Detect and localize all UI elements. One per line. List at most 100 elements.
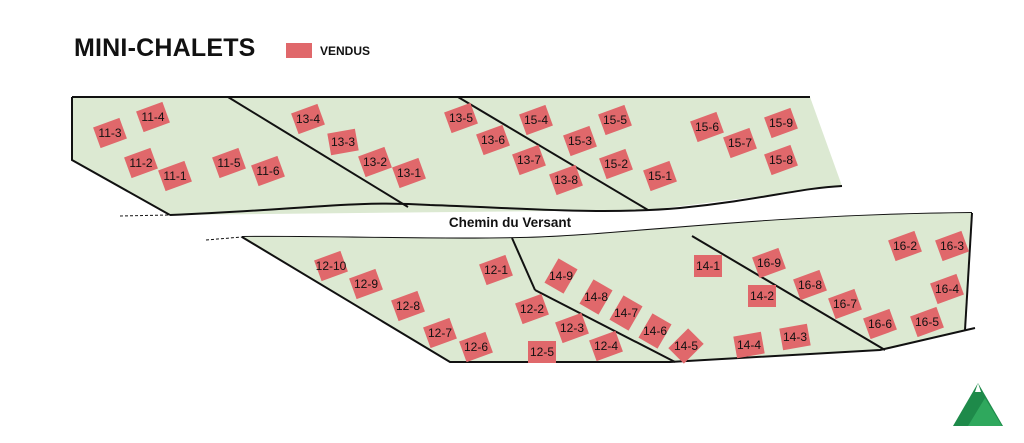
lot-13-4[interactable]: 13-4 [291, 103, 325, 135]
lot-label: 15-2 [604, 157, 628, 171]
lot-14-5[interactable]: 14-5 [668, 328, 704, 364]
lot-11-2[interactable]: 11-2 [124, 147, 158, 179]
lot-13-1[interactable]: 13-1 [392, 157, 426, 189]
lot-label: 16-2 [893, 239, 917, 253]
lot-sold-marker [124, 147, 158, 179]
lot-12-9[interactable]: 12-9 [349, 268, 383, 300]
lot-label: 11-2 [129, 156, 152, 170]
lot-label: 15-1 [648, 169, 672, 183]
section-line-12-14-top [511, 237, 536, 291]
lot-sold-marker [251, 155, 285, 187]
lot-15-1[interactable]: 15-1 [643, 160, 677, 192]
lot-16-6[interactable]: 16-6 [863, 308, 897, 340]
lot-15-2[interactable]: 15-2 [599, 148, 633, 180]
lot-sold-marker [528, 341, 556, 363]
lot-15-6[interactable]: 15-6 [690, 111, 724, 143]
lot-sold-marker [609, 295, 643, 331]
lot-12-4[interactable]: 12-4 [589, 330, 623, 362]
lot-label: 12-8 [396, 299, 420, 313]
lot-15-3[interactable]: 15-3 [563, 125, 597, 157]
lot-14-9[interactable]: 14-9 [544, 258, 578, 294]
lot-sold-marker [444, 102, 478, 134]
lot-14-6[interactable]: 14-6 [638, 313, 672, 349]
lot-sold-marker [598, 104, 632, 136]
lot-13-3[interactable]: 13-3 [327, 128, 359, 156]
lot-label: 12-9 [354, 277, 378, 291]
lot-label: 16-6 [868, 317, 892, 331]
lot-label: 13-3 [331, 135, 355, 149]
lot-14-1[interactable]: 14-1 [694, 255, 722, 277]
lot-12-5[interactable]: 12-5 [528, 341, 556, 363]
lot-label: 12-7 [428, 326, 452, 340]
section-line-11-13 [227, 96, 409, 208]
lower-parcel-east-edge [964, 212, 973, 331]
lot-14-7[interactable]: 14-7 [609, 295, 643, 331]
lot-sold-marker [459, 331, 493, 363]
lot-11-4[interactable]: 11-4 [136, 101, 170, 133]
lot-11-3[interactable]: 11-3 [93, 117, 127, 149]
lot-sold-marker [910, 306, 944, 338]
lot-sold-marker [544, 258, 578, 294]
lot-12-8[interactable]: 12-8 [391, 290, 425, 322]
lot-label: 16-7 [833, 297, 857, 311]
lot-16-2[interactable]: 16-2 [888, 230, 922, 262]
road-label: Chemin du Versant [449, 215, 572, 230]
lot-label: 16-9 [757, 256, 781, 270]
lot-15-4[interactable]: 15-4 [519, 104, 553, 136]
lot-label: 12-1 [484, 263, 508, 277]
lot-sold-marker [519, 104, 553, 136]
lot-14-3[interactable]: 14-3 [779, 323, 811, 351]
lot-sold-marker [423, 317, 457, 349]
lot-16-5[interactable]: 16-5 [910, 306, 944, 338]
lot-15-8[interactable]: 15-8 [764, 144, 798, 176]
lot-12-10[interactable]: 12-10 [314, 250, 348, 282]
lot-15-7[interactable]: 15-7 [723, 127, 757, 159]
lot-sold-marker [793, 269, 827, 301]
lot-sold-marker [764, 144, 798, 176]
legend-sold-label: VENDUS [320, 44, 371, 58]
lot-11-5[interactable]: 11-5 [212, 147, 246, 179]
lot-13-8[interactable]: 13-8 [549, 164, 583, 196]
mountain-logo-icon [953, 383, 1003, 426]
lot-14-4[interactable]: 14-4 [733, 331, 765, 359]
lot-11-6[interactable]: 11-6 [251, 155, 285, 187]
lot-label: 13-7 [517, 153, 541, 167]
lot-sold-marker [779, 323, 811, 351]
lot-13-5[interactable]: 13-5 [444, 102, 478, 134]
lot-label: 12-2 [520, 302, 544, 316]
lot-label: 14-8 [584, 290, 608, 304]
lot-sold-marker [479, 254, 513, 286]
lot-sold-marker [723, 127, 757, 159]
lot-sold-marker [476, 124, 510, 156]
lot-label: 15-3 [568, 134, 592, 148]
lot-16-8[interactable]: 16-8 [793, 269, 827, 301]
lot-label: 14-3 [783, 330, 807, 344]
lot-12-3[interactable]: 12-3 [555, 312, 589, 344]
lot-label: 14-9 [549, 269, 573, 283]
lot-label: 11-1 [163, 169, 186, 183]
lot-sold-marker [136, 101, 170, 133]
lot-15-5[interactable]: 15-5 [598, 104, 632, 136]
lot-14-2[interactable]: 14-2 [748, 285, 776, 307]
lot-15-9[interactable]: 15-9 [764, 107, 798, 139]
lot-13-6[interactable]: 13-6 [476, 124, 510, 156]
lot-16-3[interactable]: 16-3 [935, 230, 969, 262]
lot-sold-marker [515, 293, 549, 325]
lot-16-9[interactable]: 16-9 [752, 247, 786, 279]
lot-16-4[interactable]: 16-4 [930, 273, 964, 305]
lot-12-6[interactable]: 12-6 [459, 331, 493, 363]
lot-label: 12-3 [560, 321, 584, 335]
lot-14-8[interactable]: 14-8 [579, 279, 613, 315]
lot-sold-marker [358, 146, 392, 178]
lot-label: 11-4 [141, 110, 164, 124]
lot-12-1[interactable]: 12-1 [479, 254, 513, 286]
lot-13-7[interactable]: 13-7 [512, 144, 546, 176]
lot-12-2[interactable]: 12-2 [515, 293, 549, 325]
lot-16-7[interactable]: 16-7 [828, 288, 862, 320]
lot-12-7[interactable]: 12-7 [423, 317, 457, 349]
lot-sold-marker [828, 288, 862, 320]
lot-sold-marker [643, 160, 677, 192]
lot-11-1[interactable]: 11-1 [158, 160, 192, 192]
lot-13-2[interactable]: 13-2 [358, 146, 392, 178]
lot-sold-marker [930, 273, 964, 305]
